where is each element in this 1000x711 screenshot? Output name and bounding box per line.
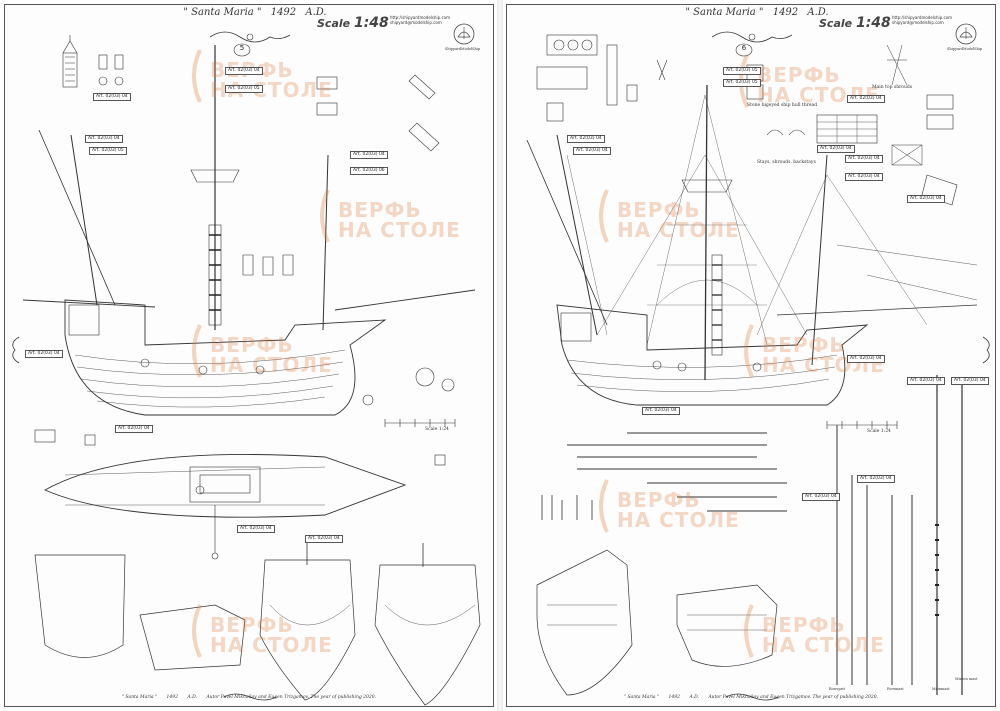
mainmast-caption: Mainmast [932,687,950,691]
sheet-footer: " Santa Maria " 1492 A.D. Autor Pavel Mi… [507,695,995,700]
contact-email: shipyard@modelship.com [892,20,944,25]
sheet-title: " Santa Maria " 1492 A.D. [155,7,355,25]
part-label: Art. 02(03) 04 [907,195,945,203]
footer-ship-name: " Santa Maria " [623,695,660,700]
contact-info: http://shipyardmodelship.com shipyard@mo… [390,15,450,25]
ship-side-view-drawing [22,35,481,706]
ornament-right-icon [982,336,990,364]
part-label: Art. 02(03) 06 [350,167,388,175]
scale-word: Scale [819,17,853,30]
mizzen-caption: Mizzen mast [955,677,978,681]
ornament-bottom-icon [223,693,277,701]
ornament-bottom-icon [725,693,779,701]
scale-label: Scale 1:48 [819,15,891,31]
sheet-footer: " Santa Maria " 1492 A.D. Autor Pavel Mi… [5,695,493,700]
part-label: Art. 02(03) 04 [305,535,343,543]
part-label: Art. 02(03) 04 [642,407,680,415]
footer-era: A.D. [187,695,197,700]
ornament-icon [711,31,793,43]
scale-word: Scale [317,17,351,30]
part-label: Art. 02(03) 04 [857,475,895,483]
part-label: Art. 02(03) 04 [350,151,388,159]
part-label: Art. 02(03) 04 [817,145,855,153]
part-label: Art. 02(03) 04 [802,493,840,501]
part-label: Art. 02(03) 04 [25,350,63,358]
stays-caption: Stays, shrouds, backstays [757,160,816,165]
part-label: Art. 02(03) 04 [573,147,611,155]
footer-year: 1492 [668,695,680,700]
foremast-caption: Foremast [887,687,904,691]
part-label: Art. 02(03) 05 [723,79,761,87]
part-label: Art. 02(03) 04 [847,355,885,363]
main-top-caption: Main top shrouds [872,85,913,90]
footer-ship-name: " Santa Maria " [121,695,158,700]
part-label: Art. 02(03) 05 [89,147,127,155]
ship-name: " Santa Maria " [685,7,764,18]
footer-authors: Autor Pavel Mikhailov and Eugen Trizgamo… [206,695,377,700]
part-label: Art. 02(03) 04 [845,155,883,163]
scale-bar-caption: Scale 1:24 [425,427,449,432]
sheet-title: " Santa Maria " 1492 A.D. [657,7,857,25]
part-label: Art. 02(03) 04 [951,377,989,385]
part-label: Art. 02(03) 04 [237,525,275,533]
page-number-badge [735,43,753,57]
contact-email: shipyard@modelship.com [390,20,442,25]
ship-year: 1492 [772,7,799,18]
plan-sheet-right: " Santa Maria " 1492 A.D. Scale 1:48 htt… [506,4,996,707]
part-label: Art. 02(03) 04 [93,93,131,101]
part-label: Art. 02(03) 04 [85,135,123,143]
part-label: Art. 02(03) 04 [847,95,885,103]
ornament-icon [209,31,291,43]
part-label: Art. 02(03) 04 [567,135,605,143]
part-label: Art. 02(03) 05 [225,85,263,93]
part-label: Art. 02(03) 04 [115,425,153,433]
scale-value: 1:48 [855,15,891,31]
part-label: Art. 02(03) 04 [845,173,883,181]
tables-caption: Stone bigeyed ship hull thread [747,103,818,108]
ship-rigging-drawing [526,34,978,696]
part-label: Art. 02(03) 04 [225,67,263,75]
contact-website: http://shipyardmodelship.com [892,15,952,20]
footer-year: 1492 [166,695,178,700]
ship-era: A.D. [305,7,327,18]
bowsprit-caption: Bowsprit [829,687,845,691]
page-fold [497,0,503,711]
scale-value: 1:48 [353,15,389,31]
footer-authors: Autor Pavel Mikhailov and Eugen Trizgamo… [708,695,879,700]
logo-caption: ShipyardModelShip [445,47,481,51]
page-number-badge [233,43,251,57]
shipyard-logo-icon [453,23,475,45]
contact-website: http://shipyardmodelship.com [390,15,450,20]
part-label: Art. 02(03) 04 [907,377,945,385]
footer-era: A.D. [689,695,699,700]
plan-sheet-left: " Santa Maria " 1492 A.D. Scale 1:48 htt… [4,4,494,707]
ship-name: " Santa Maria " [183,7,262,18]
part-label: Art. 02(03) 05 [723,67,761,75]
scale-label: Scale 1:48 [317,15,389,31]
ship-year: 1492 [270,7,297,18]
logo-caption: ShipyardModelShip [947,47,983,51]
ornament-left-icon [12,336,20,364]
shipyard-logo-icon [955,23,977,45]
ship-era: A.D. [807,7,829,18]
contact-info: http://shipyardmodelship.com shipyard@mo… [892,15,952,25]
scale-bar-caption: Scale 1:24 [867,429,891,434]
